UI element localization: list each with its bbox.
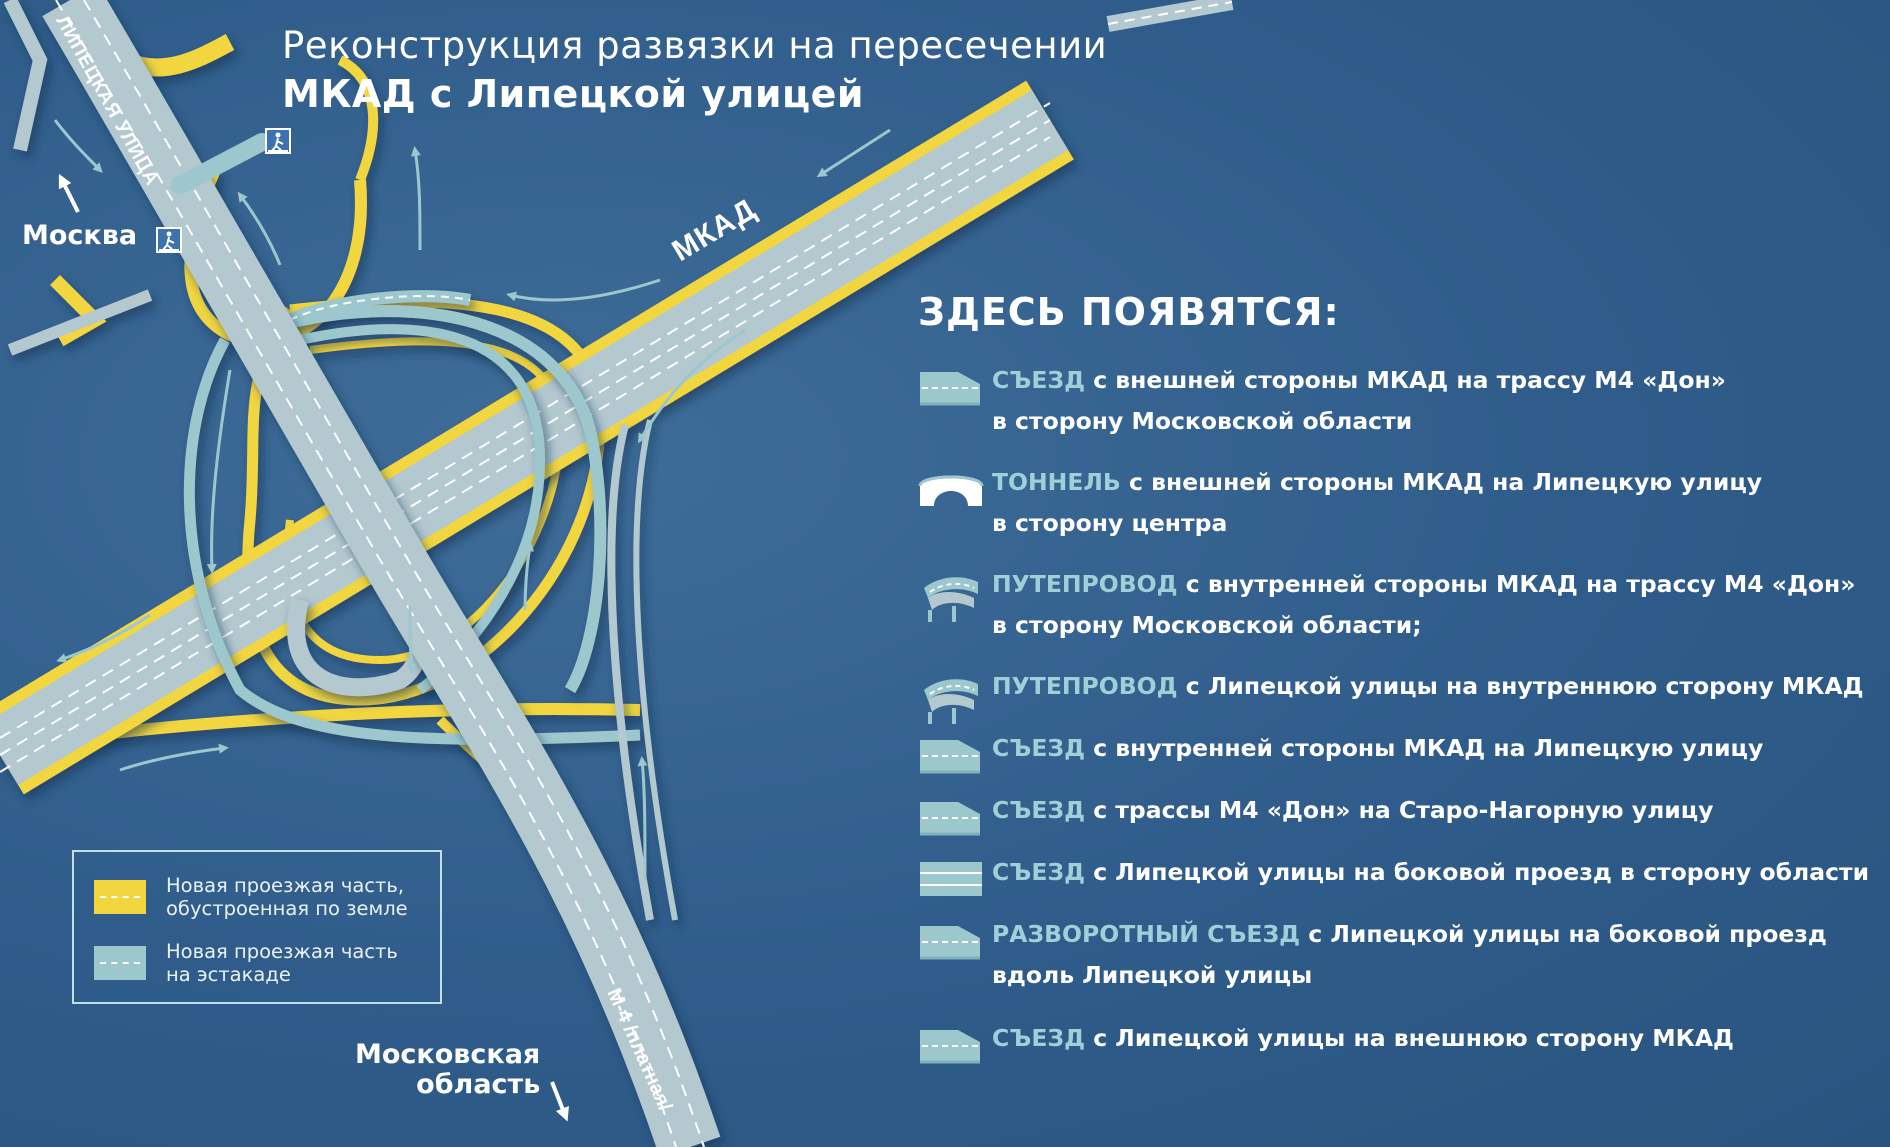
pedestrian-bridge xyxy=(171,133,271,194)
feature-item: ТОННЕЛЬ с внешней стороны МКАД на Липецк… xyxy=(918,466,1878,544)
feature-line-1: СЪЕЗД с внешней стороны МКАД на трассу М… xyxy=(992,360,1726,401)
feature-description: с Липецкой улицы на боковой проезд в сто… xyxy=(1085,858,1870,886)
feature-description: с Липецкой улицы на внешнюю сторону МКАД xyxy=(1085,1024,1734,1052)
legend-text-ground: Новая проезжая часть, обустроенная по зе… xyxy=(166,874,436,920)
legend-text-overpass: Новая проезжая часть на эстакаде xyxy=(166,940,436,986)
feature-description: с внешней стороны МКАД на Липецкую улицу xyxy=(1120,468,1763,496)
oblast-arrow-icon xyxy=(550,1081,569,1122)
feature-description: с внутренней стороны МКАД на трассу М4 «… xyxy=(1177,570,1856,598)
feature-item: СЪЕЗД с трассы М4 «Дон» на Старо-Нагорну… xyxy=(918,794,1878,844)
ramp-icon xyxy=(918,794,984,844)
overpass-icon xyxy=(918,670,984,724)
feature-description: с Липецкой улицы на боковой проезд xyxy=(1300,920,1827,948)
feature-item: СЪЕЗД с внутренней стороны МКАД на Липец… xyxy=(918,732,1878,782)
feature-line-1: ТОННЕЛЬ с внешней стороны МКАД на Липецк… xyxy=(992,462,1762,503)
features-heading: ЗДЕСЬ ПОЯВЯТСЯ: xyxy=(918,290,1340,334)
feature-description: с внутренней стороны МКАД на Липецкую ул… xyxy=(1085,734,1764,762)
feature-keyword: СЪЕЗД xyxy=(992,1024,1086,1052)
feature-item: СЪЕЗД с Липецкой улицы на боковой проезд… xyxy=(918,856,1878,906)
feature-line-2: в сторону центра xyxy=(992,509,1228,537)
title-line-1: Реконструкция развязки на пересечении xyxy=(282,24,1108,67)
feature-line-1: СЪЕЗД с трассы М4 «Дон» на Старо-Нагорну… xyxy=(992,790,1713,831)
feature-text: ПУТЕПРОВОД с внутренней стороны МКАД на … xyxy=(992,564,1855,646)
feature-item: ПУТЕПРОВОД с Липецкой улицы на внутренню… xyxy=(918,670,1878,724)
feature-line-1: СЪЕЗД с Липецкой улицы на внешнюю сторон… xyxy=(992,1018,1734,1059)
moskovskaya-oblast-label: Московская область xyxy=(355,1040,540,1100)
feature-text: ТОННЕЛЬ с внешней стороны МКАД на Липецк… xyxy=(992,462,1762,544)
feature-keyword: СЪЕЗД xyxy=(992,858,1086,886)
feature-text: СЪЕЗД с внешней стороны МКАД на трассу М… xyxy=(992,360,1726,442)
feature-text: СЪЕЗД с внутренней стороны МКАД на Липец… xyxy=(992,728,1763,769)
feature-item: СЪЕЗД с Липецкой улицы на внешнюю сторон… xyxy=(918,1022,1878,1072)
feature-description: с внешней стороны МКАД на трассу М4 «Дон… xyxy=(1085,366,1726,394)
feature-line-2: в сторону Московской области xyxy=(992,407,1413,435)
legend-swatch-overpass xyxy=(94,946,146,980)
feature-item: РАЗВОРОТНЫЙ СЪЕЗД с Липецкой улицы на бо… xyxy=(918,918,1878,996)
pedestrian-crossing-icon xyxy=(156,227,182,253)
legend-item-ground: Новая проезжая часть, обустроенная по зе… xyxy=(94,874,436,920)
feature-text: СЪЕЗД с трассы М4 «Дон» на Старо-Нагорну… xyxy=(992,790,1713,831)
ramp-icon xyxy=(918,732,984,782)
feature-keyword: ТОННЕЛЬ xyxy=(992,468,1121,496)
feature-line-1: РАЗВОРОТНЫЙ СЪЕЗД с Липецкой улицы на бо… xyxy=(992,914,1827,955)
direction-arrows xyxy=(53,119,891,881)
legend-overpass-line-2: на эстакаде xyxy=(166,963,291,986)
mkad-road xyxy=(0,80,1074,795)
moskva-arrow-icon xyxy=(58,173,80,213)
moskovskaya-line-2: область xyxy=(416,1069,541,1100)
tunnel-icon xyxy=(918,466,984,516)
feature-text: РАЗВОРОТНЫЙ СЪЕЗД с Липецкой улицы на бо… xyxy=(992,914,1827,996)
lipetskaya-road xyxy=(3,0,721,1147)
legend-overpass-line-1: Новая проезжая часть xyxy=(166,940,398,963)
feature-line-1: СЪЕЗД с Липецкой улицы на боковой проезд… xyxy=(992,852,1869,893)
feature-item: ПУТЕПРОВОД с внутренней стороны МКАД на … xyxy=(918,568,1878,646)
feature-keyword: СЪЕЗД xyxy=(992,796,1086,824)
feature-keyword: СЪЕЗД xyxy=(992,734,1086,762)
ramp-icon xyxy=(918,364,984,414)
legend-item-overpass: Новая проезжая часть на эстакаде xyxy=(94,940,436,986)
feature-line-1: ПУТЕПРОВОД с Липецкой улицы на внутренню… xyxy=(992,666,1864,707)
feature-item: СЪЕЗД с внешней стороны МКАД на трассу М… xyxy=(918,364,1878,442)
legend: Новая проезжая часть, обустроенная по зе… xyxy=(72,850,442,1004)
feature-text: СЪЕЗД с Липецкой улицы на боковой проезд… xyxy=(992,852,1869,893)
ramp-icon xyxy=(918,918,984,968)
side-road-icon xyxy=(918,856,984,906)
feature-description: с трассы М4 «Дон» на Старо-Нагорную улиц… xyxy=(1085,796,1714,824)
feature-text: ПУТЕПРОВОД с Липецкой улицы на внутренню… xyxy=(992,666,1864,707)
feature-line-1: СЪЕЗД с внутренней стороны МКАД на Липец… xyxy=(992,728,1763,769)
feature-description: с Липецкой улицы на внутреннюю сторону М… xyxy=(1177,672,1864,700)
moskovskaya-line-1: Московская xyxy=(355,1039,541,1070)
feature-keyword: СЪЕЗД xyxy=(992,366,1086,394)
feature-keyword: ПУТЕПРОВОД xyxy=(992,570,1178,598)
decorative-road xyxy=(1106,0,1234,32)
legend-swatch-ground xyxy=(94,880,146,914)
title-line-2: МКАД с Липецкой улицей xyxy=(282,72,865,116)
ramp-icon xyxy=(918,1022,984,1072)
moskva-label: Москва xyxy=(22,220,138,251)
legend-ground-line-1: Новая проезжая часть, xyxy=(166,874,405,897)
legend-ground-line-2: обустроенная по земле xyxy=(166,897,408,920)
page-title: Реконструкция развязки на пересечении МК… xyxy=(282,22,1107,118)
feature-keyword: ПУТЕПРОВОД xyxy=(992,672,1178,700)
feature-line-2: вдоль Липецкой улицы xyxy=(992,961,1313,989)
pedestrian-crossing-icon xyxy=(265,128,291,154)
feature-text: СЪЕЗД с Липецкой улицы на внешнюю сторон… xyxy=(992,1018,1734,1059)
feature-line-2: в сторону Московской области; xyxy=(992,611,1422,639)
overpass-icon xyxy=(918,568,984,622)
feature-keyword: РАЗВОРОТНЫЙ СЪЕЗД xyxy=(992,920,1301,948)
feature-line-1: ПУТЕПРОВОД с внутренней стороны МКАД на … xyxy=(992,564,1855,605)
